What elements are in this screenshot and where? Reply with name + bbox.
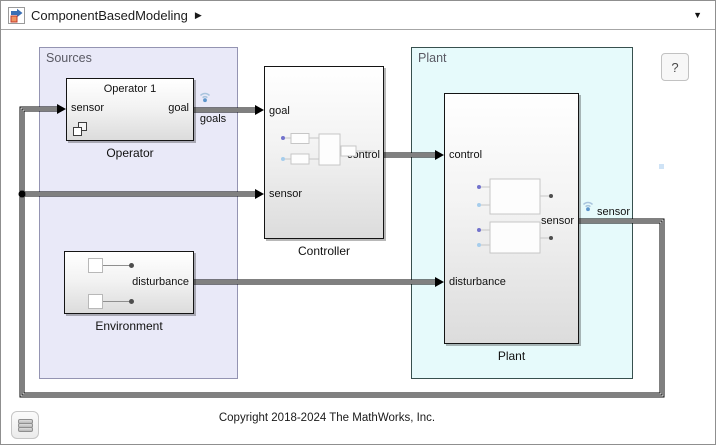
controller-subsystem-preview	[281, 133, 375, 166]
sensor-feedback-bus[interactable]	[19, 104, 665, 398]
variant-badge-icon	[73, 122, 88, 137]
help-button[interactable]: ?	[661, 53, 689, 81]
breadcrumb-bar: ComponentBasedModeling ▶ ▼	[1, 1, 715, 30]
plant-subsystem-preview	[477, 178, 553, 254]
stacked-layers-icon	[17, 418, 33, 432]
plant-area-label: Plant	[418, 51, 447, 65]
environment-preview-source	[88, 294, 103, 309]
viewport-stack-button[interactable]	[11, 411, 39, 439]
controller-inport-goal: goal	[269, 105, 290, 117]
arrowhead-icon	[255, 105, 264, 115]
plant-inport-disturbance: disturbance	[449, 276, 506, 288]
question-mark-icon: ?	[671, 59, 679, 75]
plant-outport-sensor: sensor	[540, 215, 574, 227]
environment-preview-dot	[129, 263, 134, 268]
guide-dot	[659, 164, 664, 169]
branch-junction-dot	[18, 190, 26, 198]
plant-block-name[interactable]: Plant	[497, 349, 526, 363]
environment-preview-line	[103, 265, 130, 266]
controller-block[interactable]: goal sensor control	[264, 66, 384, 239]
environment-preview-source	[88, 258, 103, 273]
disturbance-bus[interactable]	[194, 277, 444, 287]
operator-block[interactable]: Operator 1 sensor goal	[66, 78, 194, 141]
arrowhead-icon	[435, 277, 444, 287]
operator-block-name[interactable]: Operator	[106, 146, 154, 160]
breadcrumb-dropdown-icon[interactable]: ▼	[693, 10, 702, 20]
arrowhead-icon	[255, 189, 264, 199]
copyright-annotation: Copyright 2018-2024 The MathWorks, Inc.	[218, 412, 436, 424]
environment-outport-disturbance: disturbance	[132, 276, 189, 288]
arrowhead-icon	[435, 150, 444, 160]
goal-bus[interactable]	[194, 105, 264, 115]
controller-inport-sensor: sensor	[269, 188, 303, 200]
plant-inport-control: control	[449, 149, 483, 161]
plant-block[interactable]: control disturbance sensor	[444, 93, 579, 344]
sensor-logged-signal-icon[interactable]	[580, 197, 596, 213]
simulink-model-icon	[8, 6, 25, 24]
environment-preview-line	[103, 301, 130, 302]
goals-logged-signal-icon[interactable]	[197, 88, 213, 104]
sensor-branch-bus[interactable]	[18, 189, 265, 199]
environment-preview-dot	[129, 299, 134, 304]
breadcrumb-model-name[interactable]: ComponentBasedModeling	[31, 7, 188, 23]
operator-block-title: Operator 1	[103, 83, 157, 95]
environment-block-name[interactable]: Environment	[95, 319, 163, 333]
control-bus[interactable]	[384, 150, 444, 160]
environment-block[interactable]: disturbance	[64, 251, 194, 314]
sources-area-label: Sources	[46, 51, 92, 65]
arrowhead-icon	[57, 104, 66, 114]
goals-signal-label: goals	[199, 113, 227, 125]
controller-block-name[interactable]: Controller	[297, 244, 351, 258]
operator-inport-sensor: sensor	[71, 102, 105, 114]
sensor-signal-label: sensor	[597, 206, 631, 218]
breadcrumb-expand-icon[interactable]: ▶	[194, 9, 202, 20]
operator-outport-goal: goal	[168, 102, 189, 114]
